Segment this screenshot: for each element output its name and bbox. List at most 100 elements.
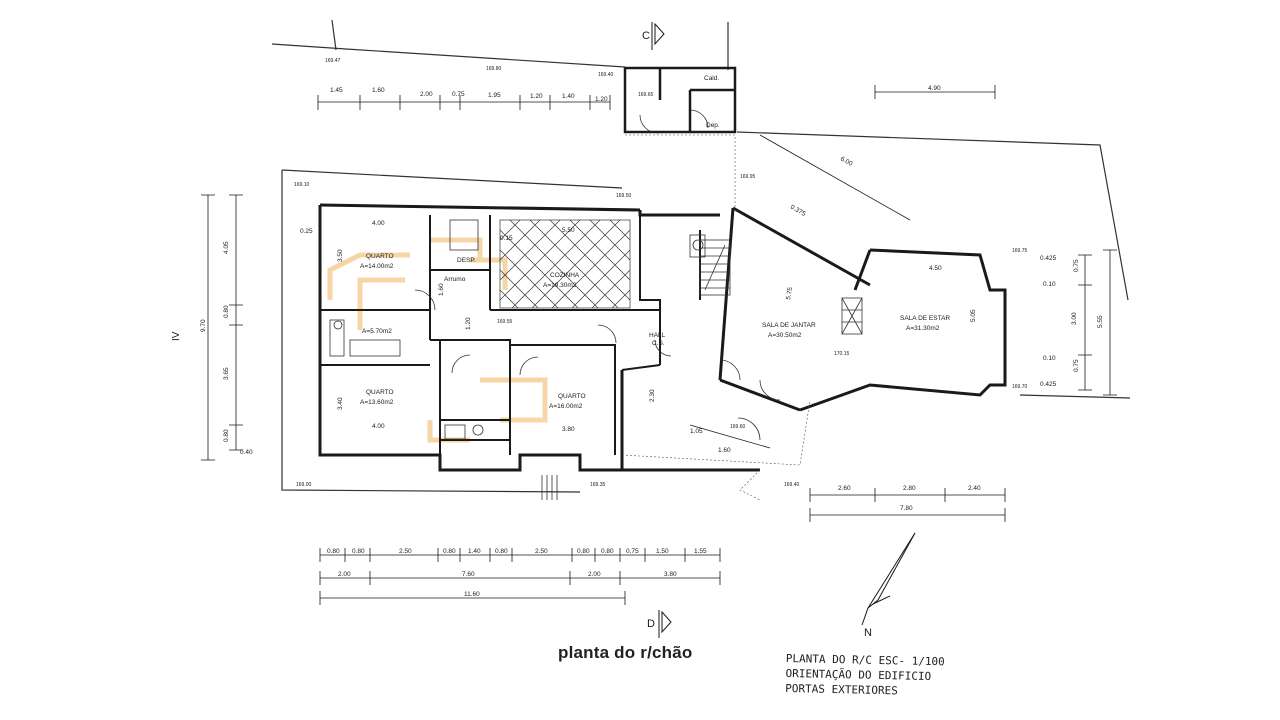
room-arrumo-name: Arrumo [444,276,466,283]
svg-text:169.35: 169.35 [590,482,606,488]
exterior-walls [318,203,1007,472]
kitchen-floor-hatch [499,219,631,309]
dims-misc: 4.90 6.00 4.50 5.05 4.00 3.50 3.40 4.00 … [240,85,977,456]
dims-right-bottom: 2.60 2.80 2.40 7.80 [838,485,981,512]
svg-text:5.05: 5.05 [970,309,977,322]
svg-text:0.40: 0.40 [240,449,253,456]
section-marker-top [651,22,665,50]
svg-text:4.05: 4.05 [223,241,230,254]
svg-text:2.50: 2.50 [535,548,548,555]
svg-text:169.80: 169.80 [486,66,502,72]
svg-text:169.75: 169.75 [1012,248,1028,254]
handwritten-legend: PLANTA DO R/C ESC- 1/100 ORIENTAÇÃO DO E… [785,651,945,699]
svg-text:6.00: 6.00 [839,156,854,168]
dims-right: 0.425 0.10 3.00 0.10 0.425 0.75 5.55 0.7… [1040,255,1104,388]
svg-text:0.75: 0.75 [626,548,639,555]
north-arrow-icon [861,532,916,626]
svg-text:3.50: 3.50 [337,249,344,262]
svg-text:0.80: 0.80 [495,548,508,555]
door-swings [414,109,781,441]
room-labels: QUARTO A=14.00m2 COZINHA A=19.30m2 Arrum… [360,75,950,410]
room-estar-name: SALA DE ESTAR [900,315,950,322]
svg-text:0.75: 0.75 [452,91,465,98]
section-marker-top-label: C [642,30,650,42]
svg-text:0.10: 0.10 [1043,281,1056,288]
svg-text:169.40: 169.40 [784,482,800,488]
room-jantar-area: A=30.50m2 [768,332,802,339]
svg-text:0.10: 0.10 [1043,355,1056,362]
svg-text:169.50: 169.50 [616,193,632,199]
steps [541,475,558,500]
svg-text:1.60: 1.60 [438,283,445,296]
svg-text:1.40: 1.40 [562,93,575,100]
svg-text:169.65: 169.65 [638,92,654,98]
svg-text:0.80: 0.80 [601,548,614,555]
svg-text:169.70: 169.70 [1012,384,1028,390]
room-dep-name: Dep. [706,122,720,129]
svg-text:170.15: 170.15 [834,351,850,357]
svg-text:1.95: 1.95 [488,92,501,99]
svg-text:1.55: 1.55 [694,548,707,555]
svg-text:1.20: 1.20 [530,93,543,100]
svg-text:0.25: 0.25 [300,228,313,235]
svg-text:0.80: 0.80 [577,548,590,555]
svg-text:2.60: 2.60 [838,485,851,492]
room-quarto3-area: A=16.00m2 [549,403,583,410]
svg-text:1.20: 1.20 [595,96,608,103]
svg-text:7.80: 7.80 [900,505,913,512]
svg-text:1.50: 1.50 [656,548,669,555]
fireplace [841,297,863,335]
svg-text:3.65: 3.65 [223,367,230,380]
svg-text:0.80: 0.80 [327,548,340,555]
room-wc-area: A=5.70m2 [362,328,392,335]
svg-text:5.75: 5.75 [785,286,794,300]
room-cozinha-area: A=19.30m2 [543,282,577,289]
svg-text:0.425: 0.425 [1040,381,1057,388]
svg-text:169.55: 169.55 [497,319,513,325]
svg-text:169.60: 169.60 [730,424,746,430]
bathroom-fixtures [329,219,706,440]
svg-text:2.00: 2.00 [588,571,601,578]
svg-text:3.40: 3.40 [337,397,344,410]
svg-text:4.50: 4.50 [929,265,942,272]
svg-text:169.10: 169.10 [294,182,310,188]
svg-text:1.20: 1.20 [465,317,472,330]
interior-walls [320,215,701,455]
room-quarto1-name: QUARTO [366,253,394,260]
svg-text:1.60: 1.60 [718,447,731,454]
svg-text:0.15: 0.15 [500,235,513,242]
svg-text:4.00: 4.00 [372,220,385,227]
svg-text:1.45: 1.45 [330,87,343,94]
svg-text:0.80: 0.80 [223,429,230,442]
svg-text:0.80: 0.80 [352,548,365,555]
svg-text:9.70: 9.70 [200,319,207,332]
svg-text:4.00: 4.00 [372,423,385,430]
room-hall-area: C.S. [652,340,665,347]
svg-text:169.00: 169.00 [296,482,312,488]
svg-text:2.00: 2.00 [420,91,433,98]
room-quarto1-area: A=14.00m2 [360,263,394,270]
svg-text:4.90: 4.90 [928,85,941,92]
svg-text:1.05: 1.05 [690,428,703,435]
svg-text:169.95: 169.95 [740,174,756,180]
room-desp-name: DESP. [457,257,476,264]
svg-text:0.75: 0.75 [1073,359,1080,372]
svg-text:0.75: 0.75 [1073,259,1080,272]
level-marks: 169.47 169.80 169.40 169.65 169.50 169.1… [294,58,1028,488]
svg-text:7.60: 7.60 [462,571,475,578]
svg-text:2.80: 2.80 [903,485,916,492]
room-quarto2-name: QUARTO [366,389,394,396]
section-marker-bottom-label: D [647,618,655,630]
svg-text:2.50: 2.50 [399,548,412,555]
side-mark: IV [171,331,182,341]
svg-text:3.00: 3.00 [1071,312,1078,325]
dimension-lines [201,85,1117,605]
svg-text:2.30: 2.30 [649,389,656,402]
dims-top: 1.45 1.60 2.00 0.75 1.95 1.20 1.40 1.20 [330,87,608,103]
svg-text:2.00: 2.00 [338,571,351,578]
room-cald-name: Cald. [704,75,719,82]
svg-text:0.425: 0.425 [1040,255,1057,262]
room-hall-name: HALL [649,332,666,339]
svg-text:169.40: 169.40 [598,72,614,78]
